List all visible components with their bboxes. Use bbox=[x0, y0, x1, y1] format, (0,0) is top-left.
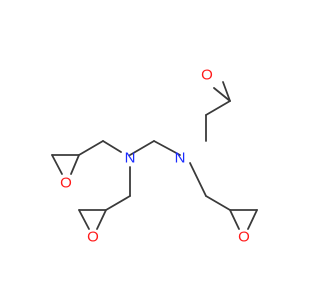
bond-ring-right-b bbox=[229, 209, 240, 230]
bond-n2-ch2-down bbox=[189, 162, 207, 197]
nitrogen-atom-label: N bbox=[175, 150, 186, 167]
oxygen-atom-label: O bbox=[60, 175, 72, 192]
bond-group bbox=[51, 81, 258, 230]
bond-ring-up-a bbox=[222, 81, 231, 102]
bond-ch2-ring-down bbox=[105, 195, 131, 211]
bond-ch2-ring-left bbox=[78, 140, 104, 156]
oxygen-atom-label: O bbox=[238, 229, 250, 246]
background bbox=[0, 0, 300, 300]
bond-ring-right-c bbox=[247, 209, 258, 230]
oxygen-atom-label: O bbox=[87, 229, 99, 246]
bond-ch2-ring-right bbox=[205, 195, 231, 211]
oxygen-atom-label: O bbox=[201, 67, 213, 84]
atom-label-group: N N O O O O bbox=[60, 67, 250, 246]
bond-ch2-ring-up bbox=[205, 100, 231, 116]
bond-bridge-n2 bbox=[153, 140, 181, 156]
bond-n1-ch2-left bbox=[102, 140, 122, 153]
bond-ring-left-c bbox=[70, 154, 80, 175]
bond-ring-left-b bbox=[51, 154, 63, 175]
bond-n1-bridge bbox=[129, 140, 155, 156]
bond-ring-down-b bbox=[78, 209, 90, 230]
bond-ring-down-c bbox=[96, 209, 107, 230]
bond-ring-up-b bbox=[213, 87, 231, 102]
nitrogen-atom-label: N bbox=[125, 150, 136, 167]
molecule-structure: N N O O O O bbox=[0, 0, 300, 300]
